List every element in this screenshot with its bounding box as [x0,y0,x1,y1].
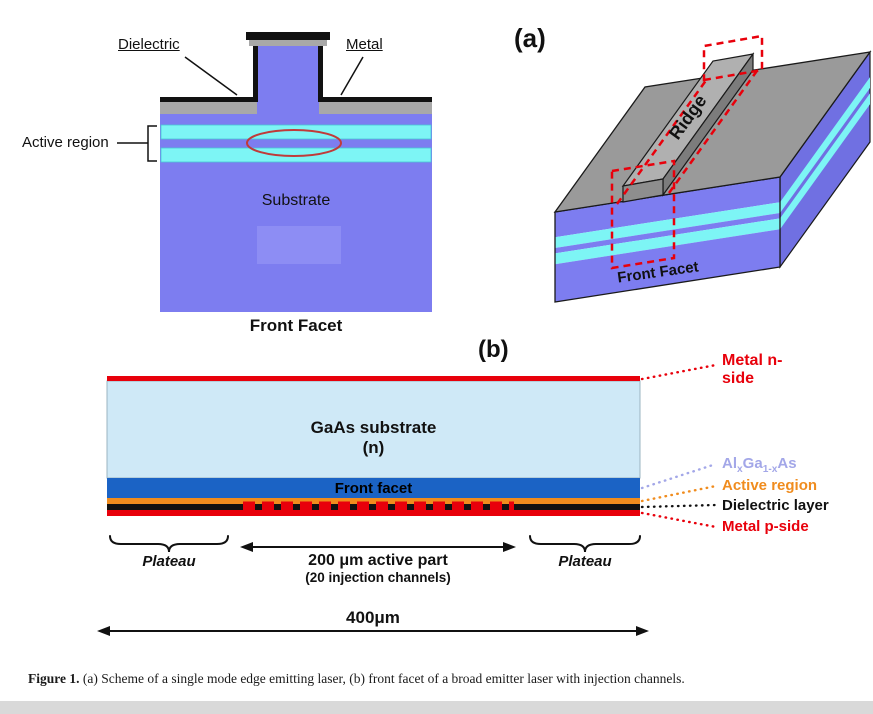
ridge-body [258,44,318,104]
ridge-cap-metal [249,40,327,46]
ridge-front-face [622,178,664,203]
front-face-substrate [555,229,780,302]
metal-layer-left [160,101,257,114]
gaas-substrate-name: GaAs substrate [310,418,437,437]
layer-leader-lines [640,363,718,529]
algaas-leader [640,462,718,490]
perspective-diagram [553,34,872,303]
algaas-part-3: As [777,455,797,472]
active-leader [640,484,718,503]
gaas-substrate-doping: (n) [362,437,385,457]
active-part-line2: (20 injection channels) [305,570,451,586]
ridge-highlight-dashed [610,34,764,270]
metal-n-layer [107,376,640,381]
metal-n-leader [640,363,718,381]
dielectric-layer-right [319,97,432,102]
slab-right-stripe-2 [780,93,870,230]
algaas-sub-2: 1-x [762,464,778,475]
ridge-dashed-line-right [667,67,761,194]
algaas-part-2: Ga [742,455,763,472]
plateau-left-brace [109,535,229,553]
plateau-left-label: Plateau [142,553,196,570]
front-face-stripe-2 [555,218,780,265]
ridge-back-dashed-box [702,34,764,82]
active-region-layer-upper [160,124,432,140]
metal-p-leader [640,511,718,529]
plateau-right-brace [529,535,641,553]
algaas-sub-1: x [737,464,743,475]
plateau-right-label: Plateau [558,553,612,570]
page-bottom-strip [0,701,873,714]
broad-emitter-diagram [97,363,718,636]
dielectric-leader [640,503,718,509]
cross-section-diagram [117,32,432,312]
algaas-part-1: Al [722,455,737,472]
metal-p-layer [107,510,640,516]
dielectric-layer-left [160,97,257,102]
metal-layer-right [319,101,432,114]
dielectric-layer-label: Dielectric layer [722,497,829,514]
substrate-label: Substrate [261,192,331,209]
front-facet-label-b: Front facet [334,480,413,497]
algaas-layer [107,478,640,498]
ridge-cap-dielectric [246,32,330,40]
panel-a-tag: (a) [514,23,546,53]
panel-b-tag: (b) [478,336,509,363]
ridge-dashed-line-left [615,78,709,205]
metal-leader-line [340,56,364,96]
active-region-layer-label: Active region [722,477,818,494]
active-part-label: 200 μm active part (20 injection channel… [268,552,488,586]
metal-n-side-label: Metal n-side [722,352,783,388]
front-face-core [555,213,780,254]
metal-p-side-label: Metal p-side [722,518,809,535]
metal-label: Metal [346,36,383,53]
ridge-sidewall-right [318,36,323,102]
figure-caption-text: (a) Scheme of a single mode edge emittin… [79,671,685,686]
active-part-line1: 200 μm active part [308,552,448,569]
ridge-front-dashed-box [610,159,676,270]
front-facet-label-cross-section: Front Facet [249,316,343,335]
dielectric-layer [107,504,640,510]
total-width-label: 400μm [346,608,400,627]
dielectric-label: Dielectric [118,36,180,53]
dielectric-leader-line [184,56,238,96]
figure-caption-number: Figure 1. [28,671,80,686]
active-region-bracket [117,125,157,162]
slab-right-stripe-1 [780,77,870,213]
figure-caption: Figure 1. (a) Scheme of a single mode ed… [28,671,846,687]
active-part-arrow [240,542,516,552]
active-region-layer [107,498,640,504]
gaas-substrate-region [106,380,641,479]
active-region-label: Active region [22,134,109,151]
total-width-arrow [97,626,649,636]
ridge-sidewall-left [253,36,258,102]
algaas-label: AlxGa1-xAs [722,455,797,476]
gaas-substrate-label: GaAs substrate (n) [240,418,507,457]
substrate-highlight-patch [257,226,341,264]
mode-ellipse [246,129,342,157]
